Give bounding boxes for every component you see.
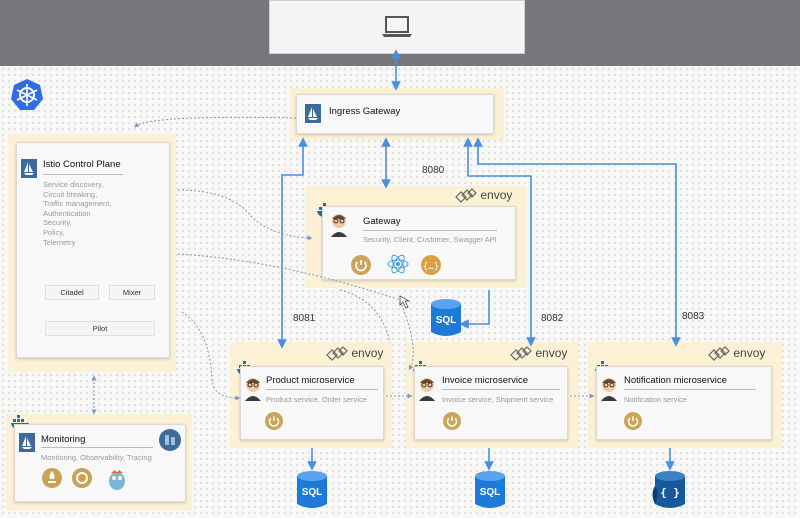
sidecar-label: envoy — [351, 346, 384, 361]
spring-boot-icon — [265, 412, 283, 430]
divider — [266, 389, 378, 390]
database-label: { } — [660, 486, 680, 499]
monitoring-card[interactable]: Monitoring Monitoring, Observability, Tr… — [14, 424, 186, 502]
invoice-title: Invoice microservice — [442, 375, 529, 386]
database-icon — [431, 299, 461, 336]
port-label-notification: 8083 — [682, 311, 705, 322]
gateway-to-invoice-link — [339, 289, 391, 343]
notification-card[interactable]: Notification microservice Notification s… — [596, 366, 772, 440]
notification-envoy-label: envoy — [708, 346, 765, 362]
notification-subtitle: Notification service — [624, 395, 687, 404]
istio-icon — [305, 104, 321, 123]
ingress-title: Ingress Gateway — [329, 106, 401, 117]
database-icon — [475, 471, 505, 508]
database-label: SQL — [301, 487, 323, 498]
capability-item: Authentication — [43, 208, 91, 218]
invoice-card[interactable]: Invoice microservice Invoice service, Sh… — [414, 366, 568, 440]
gateway-subtitle: Security, Client, Customer, Swagger API — [363, 235, 497, 244]
mongodb-leaf-icon — [652, 486, 658, 504]
product-title: Product microservice — [266, 375, 355, 386]
control-to-invoice-link — [177, 253, 414, 371]
database-icon — [655, 471, 685, 508]
kubernetes-icon — [159, 429, 181, 451]
swagger-icon: {…} — [421, 255, 441, 275]
citadel-component[interactable]: Citadel — [45, 285, 99, 300]
product-sql-db[interactable]: SQL — [296, 470, 328, 510]
control-to-gateway-link — [177, 189, 313, 241]
monitoring-title: Monitoring — [41, 434, 86, 445]
sidecar-label: envoy — [535, 346, 568, 361]
port-label-gateway: 8080 — [422, 165, 445, 176]
database-icon — [297, 471, 327, 508]
spring-boot-icon — [351, 255, 371, 275]
ingress-to-notification-link — [473, 137, 681, 347]
capability-item: Service discovery, — [43, 180, 104, 189]
svg-text:{…}: {…} — [423, 262, 439, 272]
control-to-product-link — [181, 311, 241, 401]
ingress-to-invoice-link — [463, 137, 536, 347]
pilot-component[interactable]: Pilot — [45, 321, 155, 336]
divider — [363, 230, 497, 231]
product-envoy-label: envoy — [326, 346, 383, 362]
spring-boot-icon — [624, 412, 642, 430]
control-to-ingress-link — [134, 116, 297, 128]
gateway-title: Gateway — [363, 216, 401, 227]
monitoring-subtitle: Monitoring, Observability, Tracing — [41, 453, 152, 462]
developer-avatar-icon — [601, 378, 617, 401]
grafana-icon — [72, 468, 92, 488]
gateway-sql-db[interactable]: SQL — [430, 298, 462, 338]
capability-item: Security, — [43, 218, 72, 228]
notification-title: Notification microservice — [624, 375, 727, 386]
control-plane-title: Istio Control Plane — [43, 159, 121, 170]
ingress-gateway-card[interactable]: Ingress Gateway — [296, 94, 494, 134]
envoy-icon — [510, 346, 532, 361]
envoy-icon — [326, 346, 348, 361]
database-label: SQL — [479, 487, 501, 498]
sidecar-label: envoy — [733, 346, 766, 361]
invoice-envoy-label: envoy — [510, 346, 567, 362]
capability-item: Telemetry — [43, 237, 76, 247]
gateway-to-db-link — [459, 290, 490, 329]
capability-list: Service discovery, Circuit breaking, Tra… — [43, 180, 111, 247]
divider — [43, 174, 123, 175]
envoy-icon — [708, 346, 730, 361]
divider — [442, 389, 560, 390]
cursor-icon — [399, 295, 411, 309]
product-subtitle: Product service, Order service — [266, 395, 367, 404]
control-plane-card[interactable]: Istio Control Plane Service discovery, C… — [16, 142, 170, 358]
divider — [41, 447, 153, 448]
capability-item: Policy, — [43, 227, 65, 237]
database-label: SQL — [435, 315, 457, 326]
istio-icon — [19, 433, 35, 452]
ingress-to-product-link — [277, 137, 308, 349]
product-card[interactable]: Product microservice Product service, Or… — [240, 366, 384, 440]
react-icon — [387, 254, 409, 274]
capability-item: Traffic management, — [43, 199, 112, 209]
invoice-subtitle: Invoice service, Shipment service — [442, 395, 554, 404]
developer-avatar-icon — [331, 214, 347, 237]
spring-boot-icon — [443, 412, 461, 430]
mixer-component[interactable]: Mixer — [109, 285, 155, 300]
kubernetes-icon — [11, 79, 43, 110]
developer-avatar-icon — [245, 378, 261, 401]
invoice-sql-db[interactable]: SQL — [474, 470, 506, 510]
prometheus-icon — [42, 468, 62, 488]
developer-avatar-icon — [419, 378, 435, 401]
jaeger-icon — [109, 470, 125, 490]
notification-nosql-db[interactable]: { } — [654, 470, 686, 510]
istio-icon — [21, 159, 37, 178]
divider — [624, 389, 756, 390]
capability-item: Circuit breaking, — [43, 189, 98, 199]
laptop-icon — [382, 16, 412, 37]
